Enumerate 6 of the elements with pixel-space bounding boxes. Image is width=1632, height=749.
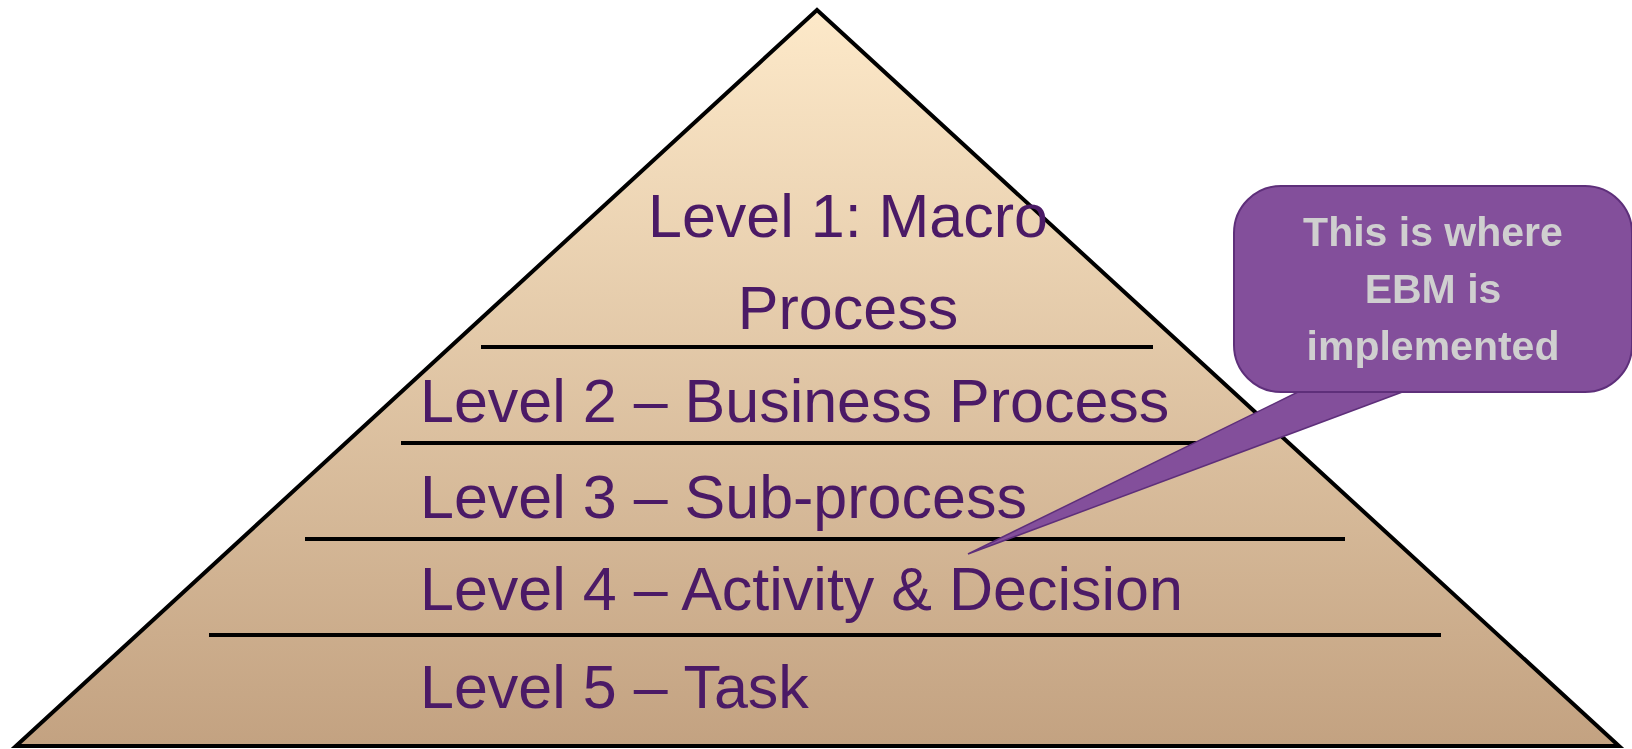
level-label: Level 2 – Business Process	[420, 366, 1170, 436]
level-label: Level 4 – Activity & Decision	[420, 554, 1183, 624]
level-label: Level 3 – Sub-process	[420, 462, 1027, 532]
callout-bubble: This is where EBM is implemented	[1233, 185, 1632, 393]
level-label: Level 5 – Task	[420, 652, 809, 722]
level-label: Level 1: Macro Process	[548, 170, 1148, 354]
